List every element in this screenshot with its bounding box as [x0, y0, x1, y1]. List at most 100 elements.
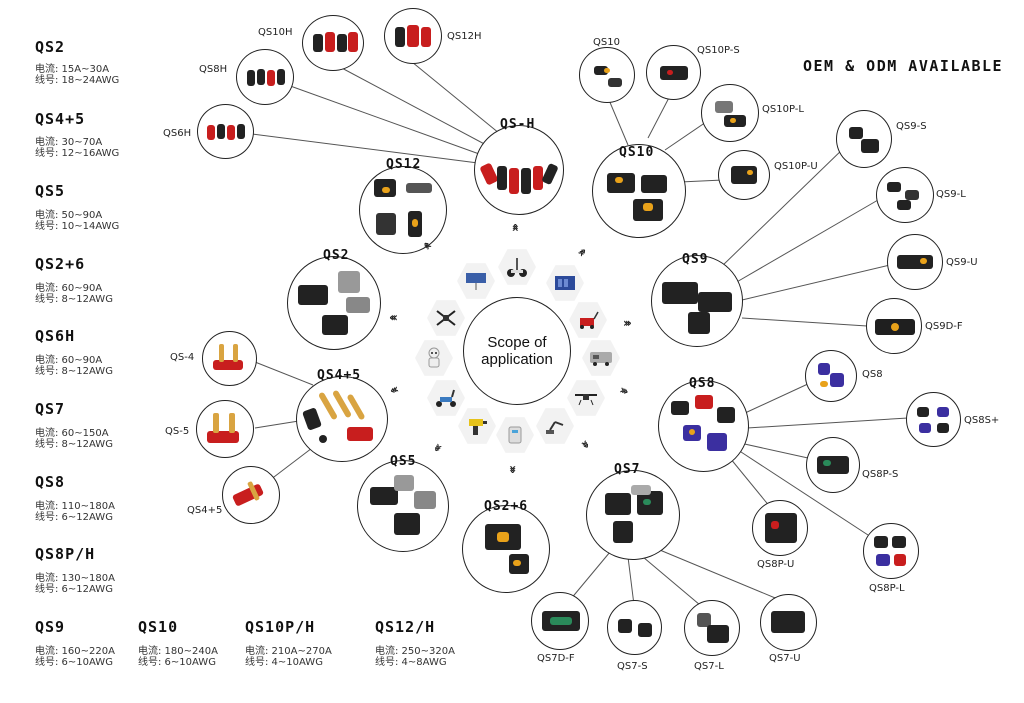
label-qs8p-s: QS8P-S [862, 469, 899, 480]
hub-qs7-title: QS7 [614, 462, 641, 477]
label-qs-4: QS-4 [170, 352, 195, 363]
hub-qs5-title: QS5 [390, 454, 417, 469]
label-qs8h: QS8H [199, 64, 228, 75]
spec-gauge: 线号: 10~14AWG [35, 221, 120, 232]
hub-qs12-title: QS12 [386, 157, 422, 172]
spec-current: 电流: 60~90A [35, 355, 103, 366]
label-qs7d-f: QS7D-F [537, 653, 575, 664]
spec-name: QS5 [35, 182, 66, 200]
product-qs7-u-image [760, 594, 817, 651]
product-qs-4-image [202, 331, 257, 386]
label-qs10: QS10 [593, 37, 620, 48]
arrow-to-qs2: ››› [392, 311, 398, 325]
app-cleaning-robot-icon [495, 416, 535, 454]
hub-qs-h-title: QS-H [500, 117, 536, 132]
spec-gauge: 线号: 6~12AWG [35, 584, 113, 595]
label-qs10p-u: QS10P-U [774, 161, 818, 172]
hub-qs5-image [357, 460, 449, 552]
spec-gauge: 线号: 6~10AWG [138, 657, 216, 668]
product-qs9-u-image [887, 234, 943, 290]
product-qs7-l-image [684, 600, 740, 656]
spec-name: QS12/H [375, 618, 436, 636]
arrow-to-qs-h: ››› [507, 226, 522, 232]
spec-gauge: 线号: 4~8AWG [375, 657, 447, 668]
label-qs8p-l: QS8P-L [869, 583, 905, 594]
arrow-to-qs9: ››› [623, 316, 632, 330]
product-qs10h-image [302, 15, 364, 71]
product-qs8p-s-image [806, 437, 860, 493]
label-qs8s-plus: QS8S+ [964, 415, 1000, 426]
label-qs4-5: QS4+5 [187, 505, 223, 516]
spec-current: 电流: 60~90A [35, 283, 103, 294]
product-qs8p-u-image [752, 500, 808, 556]
product-qs7-s-image [607, 600, 662, 655]
spec-name: QS8 [35, 473, 66, 491]
spec-current: 电流: 130~180A [35, 573, 115, 584]
spec-current: 电流: 50~90A [35, 210, 103, 221]
label-qs7-u: QS7-U [769, 653, 801, 664]
spec-gauge: 线号: 8~12AWG [35, 439, 113, 450]
hub-qs10-title: QS10 [619, 145, 655, 160]
spec-name: QS9 [35, 618, 66, 636]
spec-name: QS6H [35, 327, 76, 345]
product-qs9d-f-image [866, 298, 922, 354]
spec-current: 电流: 30~70A [35, 137, 103, 148]
spec-gauge: 线号: 18~24AWG [35, 75, 120, 86]
app-rv-camper-icon [581, 339, 621, 377]
spec-current: 电流: 15A~30A [35, 64, 110, 75]
app-power-drill-icon [457, 407, 497, 445]
label-qs6h: QS6H [163, 128, 192, 139]
spec-current: 电流: 250~320A [375, 646, 455, 657]
spec-name: QS10 [138, 618, 179, 636]
product-qs-5-image [196, 400, 254, 458]
spec-name: QS8P/H [35, 545, 96, 563]
label-qs12h: QS12H [447, 31, 482, 42]
spec-name: QS10P/H [245, 618, 316, 636]
center-line2: application [481, 351, 553, 368]
hub-qs2-title: QS2 [323, 248, 350, 263]
label-qs8p-u: QS8P-U [757, 559, 795, 570]
hub-qs2-6-title: QS2+6 [484, 499, 529, 514]
label-qs9-s: QS9-S [896, 121, 927, 132]
hub-qs8-title: QS8 [689, 376, 716, 391]
center-line1: Scope of [487, 334, 547, 351]
spec-gauge: 线号: 12~16AWG [35, 148, 120, 159]
product-qs10p-l-image [701, 84, 759, 142]
spec-gauge: 线号: 6~10AWG [35, 657, 113, 668]
app-robot-arm-icon [535, 407, 575, 445]
spec-gauge: 线号: 8~12AWG [35, 366, 113, 377]
label-qs9d-f: QS9D-F [925, 321, 963, 332]
spec-gauge: 线号: 8~12AWG [35, 294, 113, 305]
product-qs8p-l-image [863, 523, 919, 579]
spec-current: 电流: 60~150A [35, 428, 109, 439]
hub-qs7-image [586, 470, 680, 560]
arrow-to-qs2-6: ››› [505, 465, 520, 471]
product-qs7d-f-image [531, 592, 589, 650]
hub-qs-h-image [474, 125, 564, 215]
hub-qs4-5-image [296, 376, 388, 462]
label-qs7-l: QS7-L [694, 661, 724, 672]
label-qs8: QS8 [862, 369, 883, 380]
hub-qs9-image [651, 255, 743, 347]
spec-name: QS2+6 [35, 255, 86, 273]
spec-current: 电流: 180~240A [138, 646, 218, 657]
spec-current: 电流: 210A~270A [245, 646, 332, 657]
label-qs9-l: QS9-L [936, 189, 966, 200]
product-qs9-l-image [876, 167, 934, 223]
product-qs8h-image [236, 49, 294, 105]
label-qs10p-s: QS10P-S [697, 45, 740, 56]
spec-name: QS2 [35, 38, 66, 56]
product-qs10p-u-image [718, 150, 770, 200]
spec-gauge: 线号: 4~10AWG [245, 657, 323, 668]
product-qs8s-plus-image [906, 392, 961, 447]
scope-of-application-center: Scope of application [463, 297, 571, 405]
spec-current: 电流: 110~180A [35, 501, 115, 512]
label-qs9-u: QS9-U [946, 257, 978, 268]
spec-name: QS4+5 [35, 110, 86, 128]
label-qs10p-l: QS10P-L [762, 104, 804, 115]
product-qs4-5-leaf-image [222, 466, 280, 524]
app-lawn-mower-icon [568, 301, 608, 339]
spec-name: QS7 [35, 400, 66, 418]
